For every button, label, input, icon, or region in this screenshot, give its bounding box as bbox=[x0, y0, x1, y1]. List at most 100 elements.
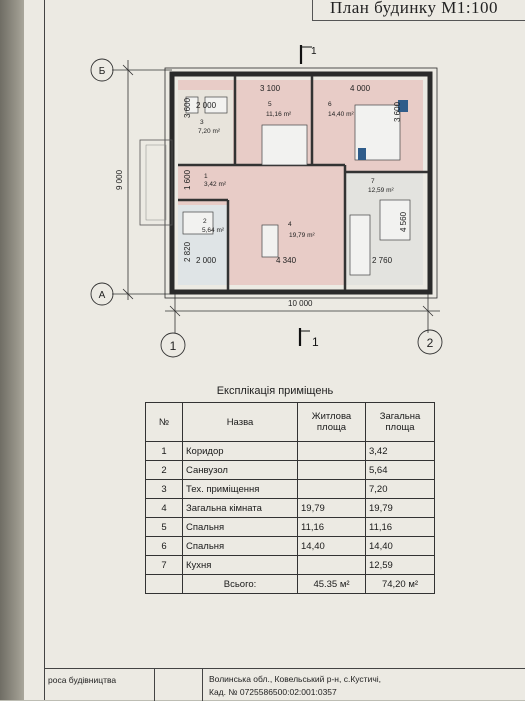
section-mark-top: 1 bbox=[311, 46, 317, 57]
total-area: 5,64 bbox=[365, 460, 435, 480]
table-row: 5 Спальня 11,16 11,16 bbox=[145, 517, 435, 537]
dim-3600-right: 3 600 bbox=[393, 101, 402, 122]
section-mark-bottom: 1 bbox=[312, 335, 319, 349]
axis-marker-b bbox=[90, 58, 114, 82]
room-1-area: 3,42 m² bbox=[204, 181, 227, 188]
table-header-row: № Назва Житлова площа Загальна площа bbox=[145, 402, 435, 442]
room-2-area: 5,64 m² bbox=[202, 227, 225, 234]
living-area: 19,79 bbox=[297, 498, 366, 518]
title-block-address: Волинська обл., Ковельський р-н, с.Кусти… bbox=[202, 669, 525, 701]
room-4-number: 4 bbox=[288, 221, 292, 228]
table-row: 2 Санвузол 5,64 bbox=[145, 460, 435, 480]
col-header-name: Назва bbox=[182, 402, 298, 442]
floor-plan: Б А 1 2 1 1 bbox=[90, 45, 443, 358]
table-total-row: Всього: 45.35 м² 74,20 м² bbox=[145, 574, 435, 594]
dim-top-left: 3 100 bbox=[260, 84, 281, 93]
table-row: 1 Коридор 3,42 bbox=[145, 441, 435, 461]
dim-2000-top: 2 000 bbox=[196, 101, 217, 110]
bed-room-5 bbox=[261, 124, 308, 166]
room-name: Кухня bbox=[182, 555, 298, 575]
row-number: 4 bbox=[145, 498, 183, 518]
axis-marker-1 bbox=[160, 332, 186, 358]
dim-2820: 2 820 bbox=[183, 241, 192, 262]
room-name: Спальня bbox=[182, 536, 298, 556]
living-area: 11,16 bbox=[297, 517, 366, 537]
room-name: Коридор bbox=[182, 441, 298, 461]
room-5-number: 5 bbox=[268, 101, 272, 108]
total-area: 3,42 bbox=[365, 441, 435, 461]
living-area bbox=[297, 479, 366, 499]
room-name: Санвузол bbox=[182, 460, 298, 480]
explication-table: № Назва Житлова площа Загальна площа 1 К… bbox=[145, 402, 435, 594]
title-block-left-text: роса будівництва bbox=[48, 675, 117, 685]
dim-bottom-1: 2 000 bbox=[196, 256, 217, 265]
room-2-number: 2 bbox=[203, 218, 207, 225]
row-number: 5 bbox=[145, 517, 183, 537]
bath-fixture bbox=[182, 211, 214, 235]
living-area bbox=[297, 441, 366, 461]
row-number: 6 bbox=[145, 536, 183, 556]
title-box bbox=[312, 0, 525, 21]
living-area bbox=[297, 555, 366, 575]
room-name: Спальня bbox=[182, 517, 298, 537]
row-number: 7 bbox=[145, 555, 183, 575]
total-overall-area: 74,20 м² bbox=[365, 574, 435, 594]
room-5-area: 11,16 m² bbox=[266, 111, 292, 118]
axis-label-a: А bbox=[99, 290, 106, 301]
total-label: Всього: bbox=[182, 574, 298, 594]
total-area: 12,59 bbox=[365, 555, 435, 575]
plan-title: План будинку М1:100 bbox=[330, 0, 499, 17]
table-row: 3 Тех. приміщення 7,20 bbox=[145, 479, 435, 499]
room-6-area: 14,40 m² bbox=[328, 111, 354, 118]
room-4-area: 19,79 m² bbox=[289, 232, 315, 239]
room-name: Тех. приміщення bbox=[182, 479, 298, 499]
address-line-1: Волинська обл., Ковельський р-н, с.Кусти… bbox=[209, 674, 381, 684]
total-area: 7,20 bbox=[365, 479, 435, 499]
table-row: 6 Спальня 14,40 14,40 bbox=[145, 536, 435, 556]
col-header-total-area: Загальна площа bbox=[365, 402, 435, 442]
table-kitchen bbox=[379, 199, 411, 241]
row-number: 3 bbox=[145, 479, 183, 499]
row-number: 2 bbox=[145, 460, 183, 480]
room-7-area: 12,59 m² bbox=[368, 187, 394, 194]
room-3-area: 7,20 m² bbox=[198, 128, 221, 135]
axis-marker-a bbox=[90, 282, 114, 306]
axis-label-2: 2 bbox=[427, 336, 434, 350]
sofa bbox=[261, 224, 279, 258]
row-number: 1 bbox=[145, 441, 183, 461]
porch bbox=[139, 139, 173, 226]
col-header-living-area: Житлова площа bbox=[297, 402, 366, 442]
axis-label-b: Б bbox=[99, 66, 106, 77]
dim-3600-left: 3 600 bbox=[183, 97, 192, 118]
title-block: роса будівництва Волинська обл., Ковельс… bbox=[44, 668, 525, 701]
address-line-2: Кад. № 0725586500:02:001:0357 bbox=[209, 687, 337, 697]
room-1-number: 1 bbox=[204, 173, 208, 180]
tech-appliance bbox=[185, 96, 199, 114]
living-area: 14,40 bbox=[297, 536, 366, 556]
room-3-number: 3 bbox=[200, 119, 204, 126]
explication-title: Експлікація приміщень bbox=[216, 385, 334, 397]
dim-bottom-2: 4 340 bbox=[276, 256, 297, 265]
total-area: 11,16 bbox=[365, 517, 435, 537]
col-header-number: № bbox=[145, 402, 183, 442]
sheet-frame bbox=[44, 0, 515, 700]
dim-total-height: 9 000 bbox=[115, 169, 124, 190]
room-name: Загальна кімната bbox=[182, 498, 298, 518]
dim-bottom-3: 2 760 bbox=[372, 256, 393, 265]
total-number-cell bbox=[145, 574, 183, 594]
dim-total-width: 10 000 bbox=[288, 299, 313, 308]
dim-1600: 1 600 bbox=[183, 169, 192, 190]
table-row: 4 Загальна кімната 19,79 19,79 bbox=[145, 498, 435, 518]
room-7-number: 7 bbox=[371, 178, 375, 185]
dim-4560: 4 560 bbox=[399, 211, 408, 232]
room-6-number: 6 bbox=[328, 101, 332, 108]
total-area: 19,79 bbox=[365, 498, 435, 518]
axis-label-1: 1 bbox=[170, 339, 177, 353]
kitchen-counter bbox=[349, 214, 371, 276]
dim-top-right: 4 000 bbox=[350, 84, 371, 93]
total-area: 14,40 bbox=[365, 536, 435, 556]
title-block-mid bbox=[154, 669, 203, 701]
living-area bbox=[297, 460, 366, 480]
title-block-left: роса будівництва bbox=[44, 669, 154, 701]
total-living-area: 45.35 м² bbox=[297, 574, 366, 594]
